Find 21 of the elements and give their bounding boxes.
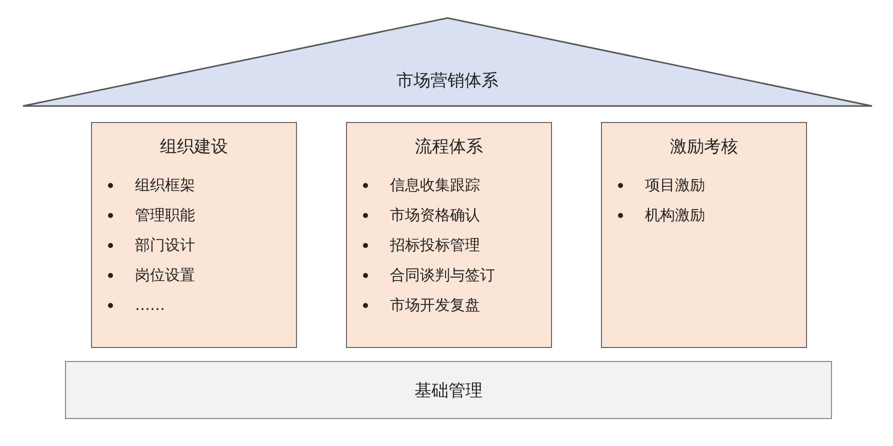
list-item-text: 信息收集跟踪 xyxy=(390,176,480,194)
roof-title: 市场营销体系 xyxy=(396,70,498,92)
pillar-heading: 组织建设 xyxy=(159,136,229,158)
base-title: 基础管理 xyxy=(414,380,482,402)
list-item-text: 部门设计 xyxy=(135,236,195,254)
pillar-heading: 激励考核 xyxy=(669,136,739,158)
pillar-box xyxy=(601,122,807,348)
list-item-text: 岗位设置 xyxy=(135,266,195,284)
list-item-text: 组织框架 xyxy=(135,176,195,194)
list-item-text: 项目激励 xyxy=(645,176,705,194)
pillar-box xyxy=(346,122,552,348)
base-box xyxy=(65,361,832,419)
list-item-text: 市场资格确认 xyxy=(390,206,480,224)
list-item-text: 合同谈判与签订 xyxy=(390,266,495,284)
pillar-box xyxy=(91,122,297,348)
list-item-text: …… xyxy=(135,296,165,314)
list-item-text: 招标投标管理 xyxy=(390,236,480,254)
list-item-text: 市场开发复盘 xyxy=(390,296,480,314)
pillar-heading: 流程体系 xyxy=(414,136,484,158)
list-item-text: 管理职能 xyxy=(135,206,195,224)
list-item-text: 机构激励 xyxy=(645,206,705,224)
